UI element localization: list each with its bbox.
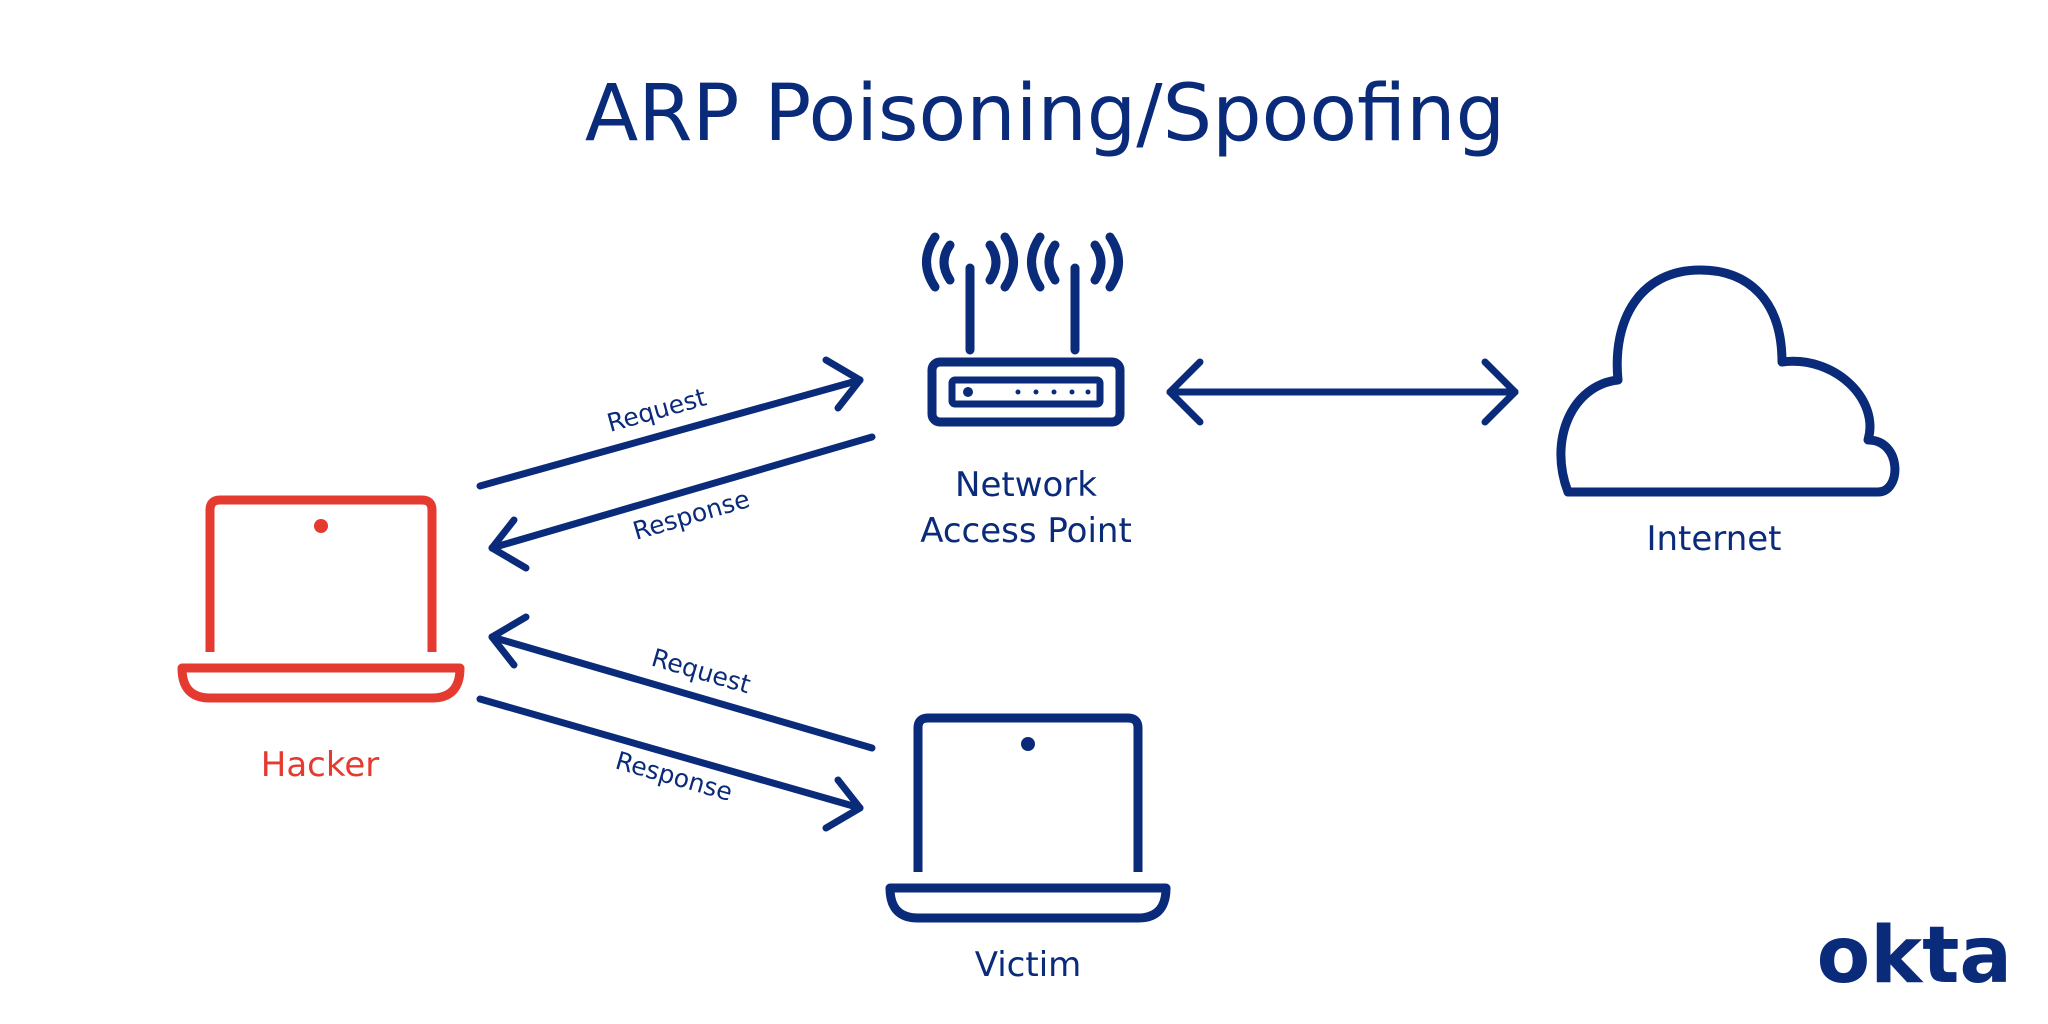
victim-laptop-icon bbox=[885, 713, 1171, 923]
cloud-icon bbox=[1556, 265, 1900, 497]
hacker-laptop-icon bbox=[177, 495, 465, 703]
router-indicator-lights bbox=[963, 387, 1091, 397]
access-point-label-line1: Network bbox=[955, 465, 1097, 505]
okta-logo: okta bbox=[1817, 911, 2012, 1001]
request-arrow-to-access-point bbox=[476, 356, 864, 490]
diagram-title: ARP Poisoning/Spoofing bbox=[585, 69, 1505, 159]
victim-label: Victim bbox=[975, 945, 1082, 985]
victim-laptop-camera bbox=[1021, 737, 1035, 751]
request-arrow-to-hacker bbox=[488, 613, 876, 752]
hacker-label: Hacker bbox=[261, 745, 379, 785]
router-internet-arrow bbox=[1166, 358, 1519, 426]
response-arrow-to-hacker bbox=[488, 433, 876, 572]
response-arrow-to-victim bbox=[476, 695, 864, 832]
response-label-top: Response bbox=[630, 484, 753, 546]
internet-label: Internet bbox=[1646, 519, 1781, 559]
hacker-laptop-camera bbox=[314, 519, 328, 533]
router-icon bbox=[922, 232, 1125, 427]
access-point-label-line2: Access Point bbox=[920, 511, 1132, 551]
